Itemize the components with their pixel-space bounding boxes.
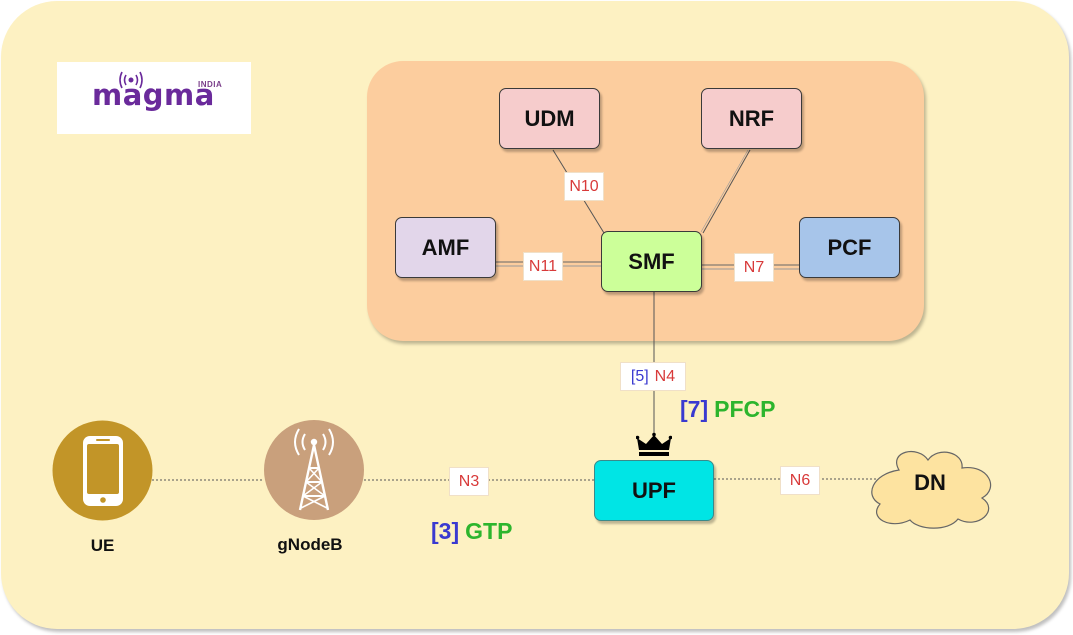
gtp-number: [3] <box>431 518 460 544</box>
amf-node: AMF <box>395 217 496 278</box>
core-network-panel <box>367 61 924 341</box>
gnodeb-label: gNodeB <box>277 535 343 554</box>
smf-node: SMF <box>601 231 702 292</box>
n4-label: [5] N4 <box>620 362 686 391</box>
n10-label: N10 <box>564 172 604 201</box>
n11-label: N11 <box>523 252 563 281</box>
ue-label: UE <box>90 536 115 555</box>
logo-tag: INDIA <box>198 80 223 89</box>
dn-cloud-icon <box>871 451 992 529</box>
cell-tower-icon <box>264 420 364 520</box>
antenna-icon <box>119 71 143 89</box>
nrf-node: NRF <box>701 88 802 149</box>
pfcp-protocol-label: [7]PFCP <box>680 396 775 423</box>
n7-label: N7 <box>734 253 774 282</box>
gtp-name: GTP <box>465 518 513 544</box>
logo-text: magma <box>92 78 215 112</box>
pcf-node: PCF <box>799 217 900 278</box>
n4-text: N4 <box>654 367 676 385</box>
n4-prefix: [5] <box>630 367 649 385</box>
upf-node: UPF <box>594 460 714 521</box>
pfcp-number: [7] <box>680 396 709 422</box>
magma-logo <box>57 62 251 134</box>
nrf-smf-link <box>702 149 751 234</box>
dn-label: DN <box>914 470 946 495</box>
pfcp-name: PFCP <box>714 396 776 422</box>
phone-icon <box>52 420 153 521</box>
crown-icon <box>636 432 672 456</box>
n6-label: N6 <box>780 466 820 495</box>
gtp-protocol-label: [3]GTP <box>431 518 512 545</box>
n3-label: N3 <box>449 467 489 496</box>
udm-node: UDM <box>499 88 600 149</box>
